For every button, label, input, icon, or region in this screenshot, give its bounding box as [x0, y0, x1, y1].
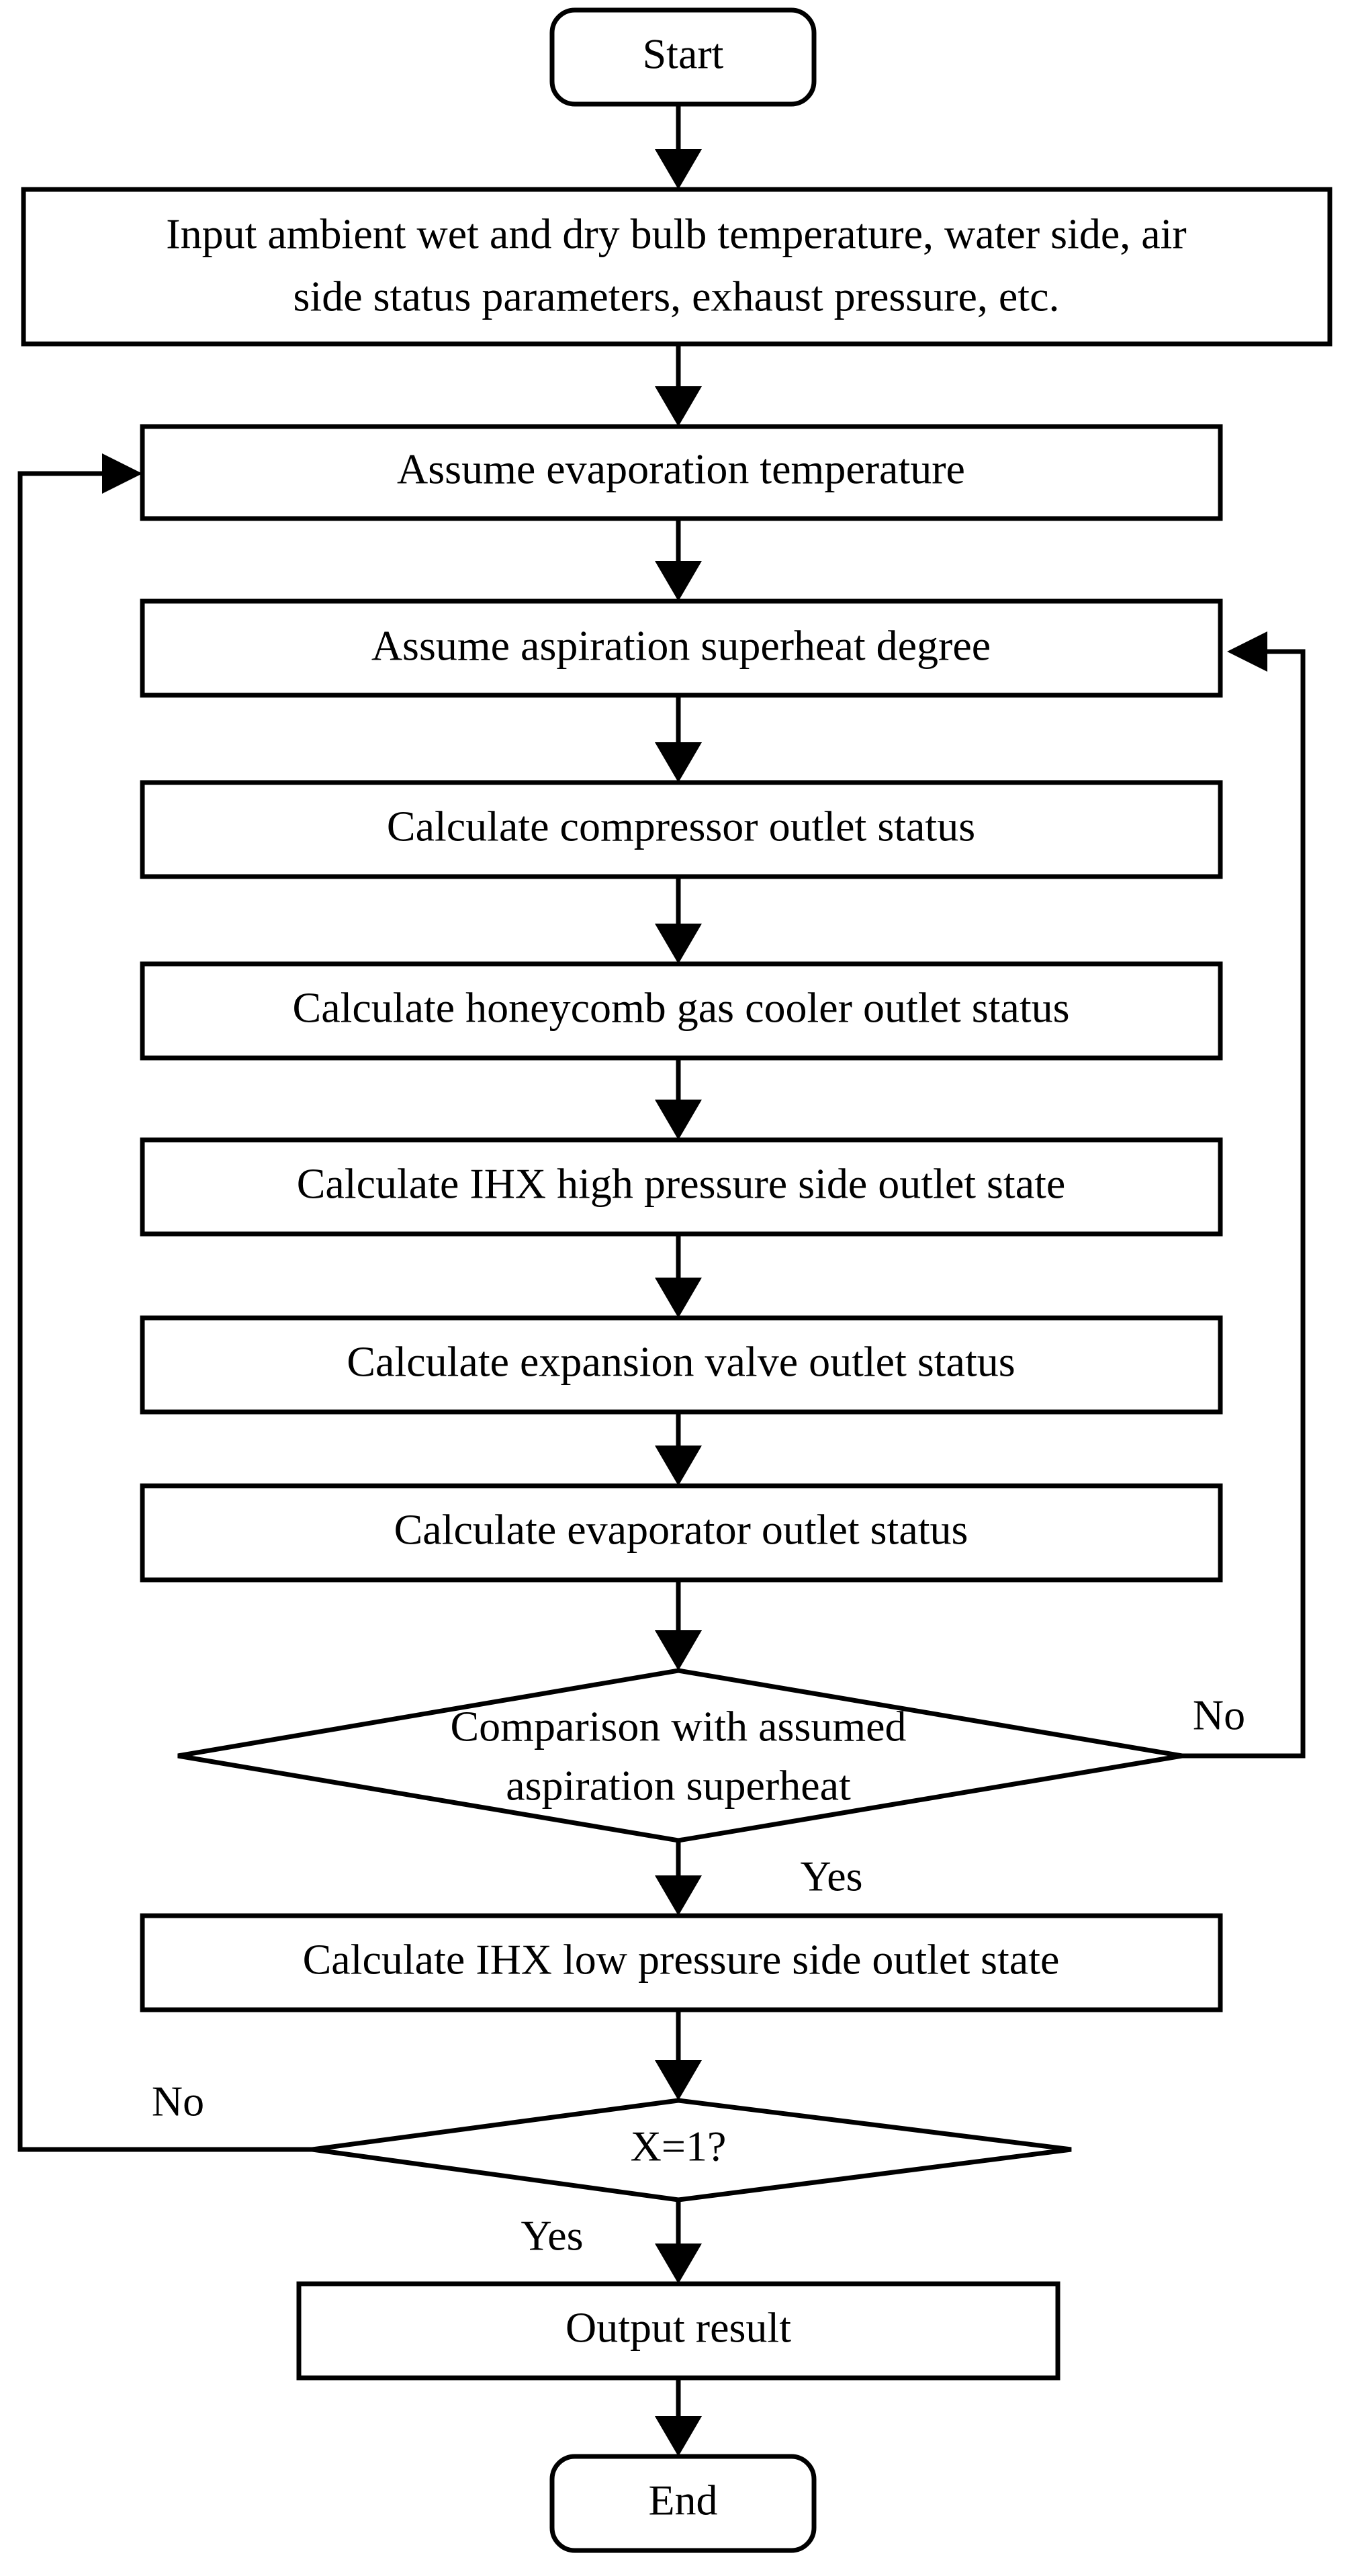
node-input-label-line2: side status parameters, exhaust pressure…	[293, 273, 1060, 320]
node-calc-evaporator-label: Calculate evaporator outlet status	[394, 1506, 968, 1554]
node-calc-expansion-label: Calculate expansion valve outlet status	[347, 1338, 1015, 1386]
arrowhead	[655, 1446, 702, 1486]
label-check-no: No	[152, 2078, 204, 2125]
node-compare-label-line2: aspiration superheat	[506, 1762, 851, 1810]
arrowhead	[655, 2060, 702, 2100]
arrowhead	[102, 453, 142, 494]
node-check-x-label: X=1?	[631, 2123, 727, 2170]
node-assume-superheat-label: Assume aspiration superheat degree	[371, 622, 991, 670]
arrowhead	[1227, 631, 1267, 672]
connectors	[655, 104, 702, 2456]
arrowhead	[655, 2244, 702, 2284]
arrowhead	[655, 561, 702, 601]
node-assume-evaporation-label: Assume evaporation temperature	[397, 445, 965, 493]
feedback-loops	[17, 453, 1306, 2152]
node-start-label: Start	[643, 30, 724, 78]
node-calc-expansion: Calculate expansion valve outlet status	[140, 1315, 1223, 1415]
node-calc-ihx-high-label: Calculate IHX high pressure side outlet …	[297, 1160, 1066, 1208]
node-end: End	[549, 2454, 817, 2553]
node-compare-decision: Comparison with assumed aspiration super…	[177, 1668, 1183, 1843]
node-input-label-line1: Input ambient wet and dry bulb temperatu…	[166, 210, 1186, 258]
label-check-yes: Yes	[521, 2212, 583, 2260]
arrowhead	[655, 386, 702, 427]
label-compare-yes: Yes	[800, 1853, 862, 1900]
node-calc-compressor-label: Calculate compressor outlet status	[387, 803, 975, 850]
node-output-label: Output result	[566, 2304, 791, 2352]
node-calc-gas-cooler-label: Calculate honeycomb gas cooler outlet st…	[293, 984, 1070, 1032]
node-calc-ihx-low-label: Calculate IHX low pressure side outlet s…	[303, 1936, 1060, 1984]
edge-labels: No Yes No Yes	[152, 1691, 1245, 2260]
label-compare-no: No	[1193, 1691, 1245, 1739]
node-calc-ihx-low: Calculate IHX low pressure side outlet s…	[140, 1913, 1223, 2012]
arrowhead	[655, 1630, 702, 1671]
node-calc-gas-cooler: Calculate honeycomb gas cooler outlet st…	[140, 961, 1223, 1061]
node-calc-evaporator: Calculate evaporator outlet status	[140, 1483, 1223, 1583]
arrowhead	[655, 1875, 702, 1916]
loop-compare-no	[1182, 649, 1306, 1759]
arrowhead	[655, 924, 702, 964]
node-assume-evaporation: Assume evaporation temperature	[140, 424, 1223, 521]
node-calc-ihx-high: Calculate IHX high pressure side outlet …	[140, 1137, 1223, 1237]
node-end-label: End	[648, 2477, 717, 2524]
arrowhead	[655, 742, 702, 783]
node-start: Start	[549, 7, 817, 107]
arrowhead	[655, 1100, 702, 1140]
node-input: Input ambient wet and dry bulb temperatu…	[21, 187, 1332, 347]
arrowhead	[655, 1278, 702, 1318]
node-output: Output result	[296, 2281, 1060, 2381]
node-compare-label-line1: Comparison with assumed	[450, 1703, 906, 1750]
arrowhead	[655, 149, 702, 189]
arrowhead	[655, 2416, 702, 2456]
node-check-x-decision: X=1?	[312, 2098, 1072, 2203]
loop-check-no	[17, 471, 312, 2152]
node-assume-superheat: Assume aspiration superheat degree	[140, 598, 1223, 698]
node-calc-compressor: Calculate compressor outlet status	[140, 780, 1223, 879]
